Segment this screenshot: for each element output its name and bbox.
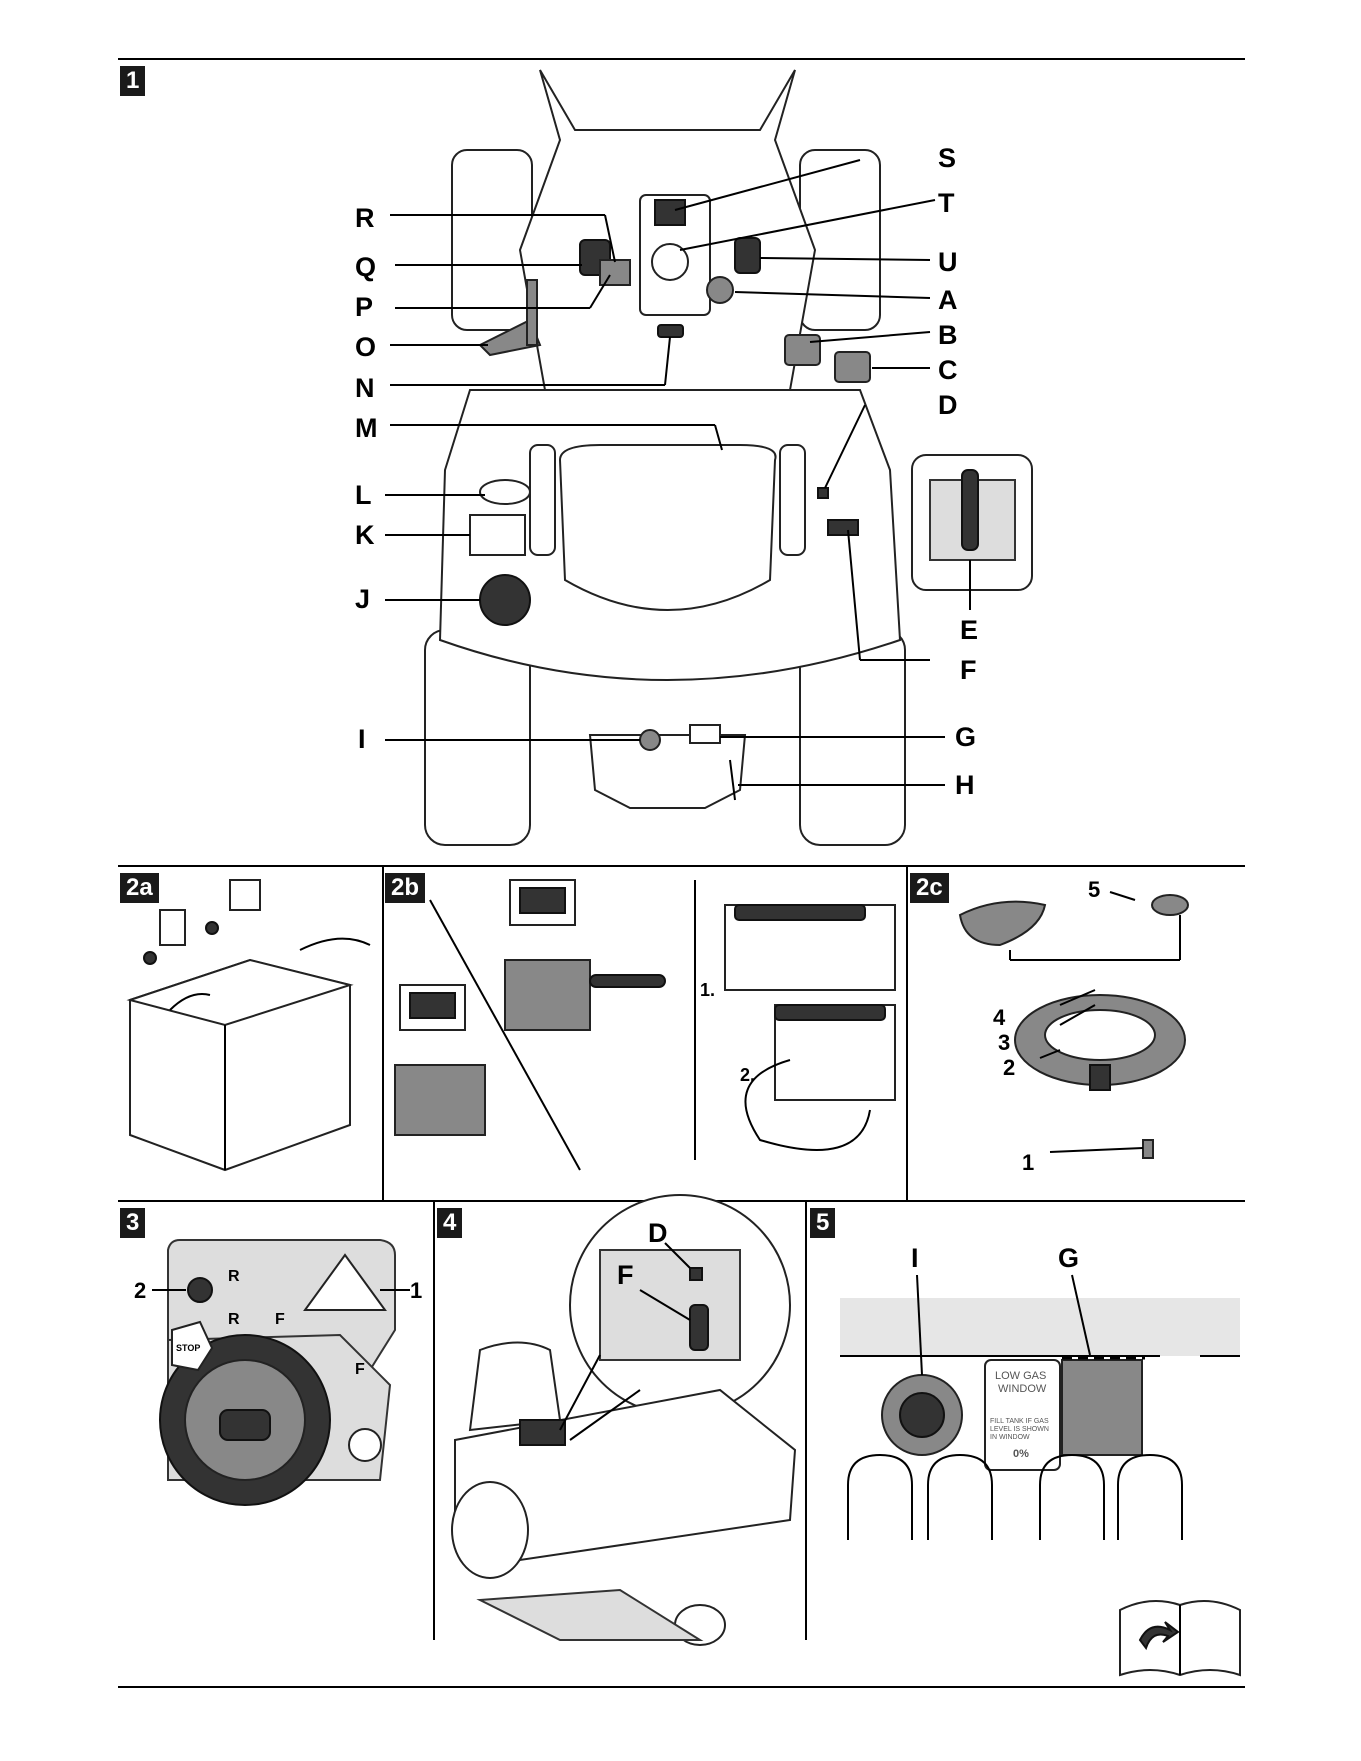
fuel-slot-2 [928,1455,992,1540]
low-gas-title-2: WINDOW [998,1383,1046,1395]
label-5-i: I [911,1243,919,1273]
low-gas-text-3: IN WINDOW [990,1434,1030,1441]
fuel-slot-4 [1118,1455,1182,1540]
low-gas-title-1: LOW GAS [995,1370,1046,1382]
label-5-g: G [1058,1243,1079,1273]
fuel-slot-1 [848,1455,912,1540]
low-gas-text-2: LEVEL IS SHOWN [990,1426,1049,1433]
part-i-window-lens [900,1393,944,1437]
low-gas-text-1: FILL TANK IF GAS [990,1418,1049,1425]
fuel-panel-top [840,1298,1240,1356]
part-g-window-detail [1062,1360,1142,1455]
low-gas-zero: 0% [1013,1448,1029,1460]
